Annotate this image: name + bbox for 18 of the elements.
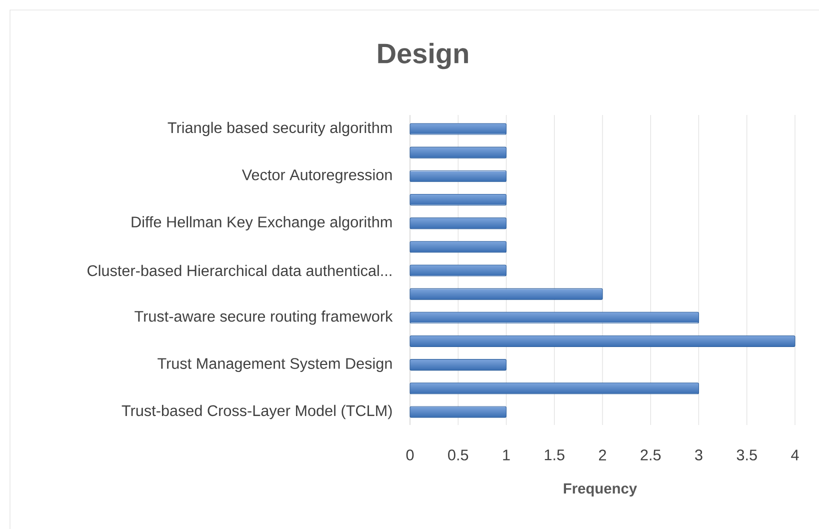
axis-title: Frequency (564, 483, 637, 497)
category-label: Cluster-based Hierarchical data authentical... (88, 264, 392, 276)
tick-label: 2.5 (640, 450, 661, 460)
chart-title: Design (378, 42, 468, 70)
category-label: Diffe Hellman Key Exchange algorithm (132, 216, 392, 230)
tick-label: 3.5 (736, 450, 757, 460)
tick-label: 2 (599, 450, 606, 460)
tick-label: 1 (503, 450, 510, 460)
tick-label: 3 (695, 450, 702, 460)
tick-label: 1.5 (544, 450, 564, 460)
category-label: Trust Management System Design (158, 358, 392, 372)
category-label: Vector Autoregression (242, 169, 392, 184)
tick-label: 0.5 (448, 450, 468, 460)
category-label: Trust-based Cross-Layer Model (TCLM) (122, 404, 392, 420)
category-label: Triangle based security algorithm (168, 122, 392, 136)
tick-label: 4 (791, 450, 799, 460)
category-label: Trust-aware secure routing framework (134, 310, 393, 325)
tick-label: 0 (406, 450, 414, 460)
